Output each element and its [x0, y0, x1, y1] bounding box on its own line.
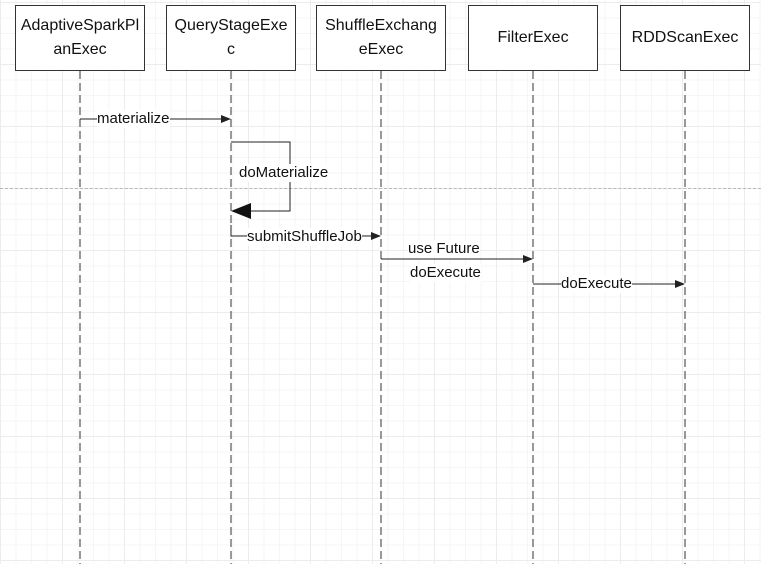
participant-label: FilterExec: [497, 29, 569, 46]
participant-label: ShuffleExchangeExec: [325, 17, 437, 58]
message-label-use-future: use Future: [408, 240, 480, 258]
message-label-do-execute-2: doExecute: [561, 275, 632, 293]
participant-label: AdaptiveSparkPlanExec: [20, 17, 140, 58]
participant-rdd-scan-exec[interactable]: RDDScanExec: [620, 5, 750, 71]
participant-filter-exec[interactable]: FilterExec: [468, 5, 598, 71]
message-label-materialize: materialize: [97, 110, 170, 128]
participant-label: QueryStageExec: [174, 17, 288, 58]
participant-query-stage-exec[interactable]: QueryStageExec: [166, 5, 296, 71]
message-label-submit-shuffle-job: submitShuffleJob: [247, 228, 362, 246]
page-break-line: [0, 188, 761, 189]
message-label-do-materialize: doMaterialize: [239, 164, 329, 182]
participant-adaptive-spark-plan-exec[interactable]: AdaptiveSparkPlanExec: [15, 5, 145, 71]
participant-shuffle-exchange-exec[interactable]: ShuffleExchangeExec: [316, 5, 446, 71]
arrow-do-materialize-head: [231, 203, 251, 219]
participant-label: RDDScanExec: [631, 29, 739, 46]
message-label-do-execute-1: doExecute: [410, 264, 481, 282]
